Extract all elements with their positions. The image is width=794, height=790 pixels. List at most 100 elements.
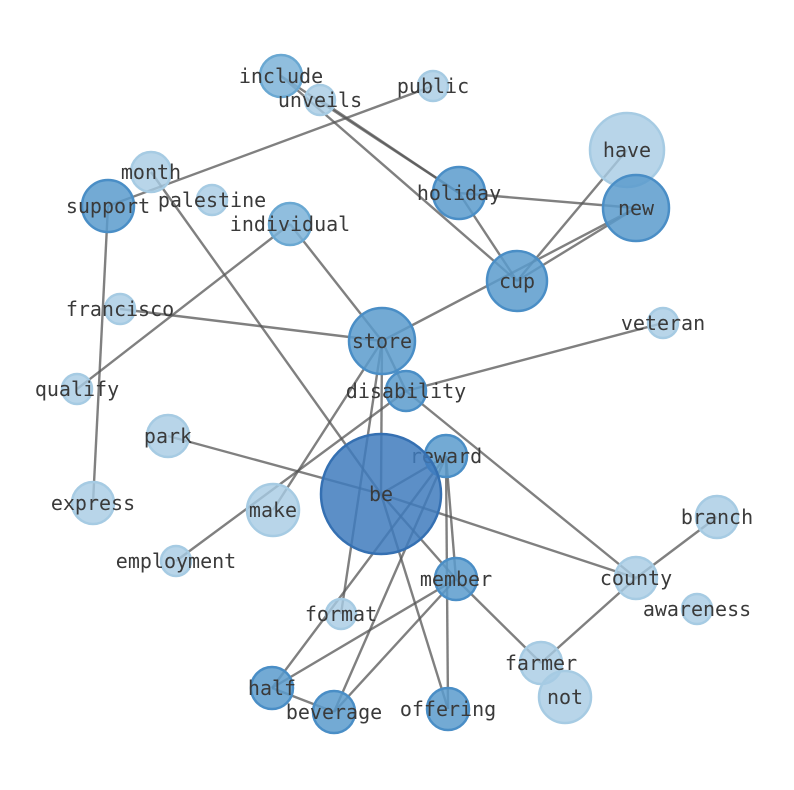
node-qualify[interactable]: qualify (35, 372, 119, 406)
node-branch[interactable]: branch (681, 494, 753, 540)
node-circle-be (319, 432, 443, 556)
node-cup[interactable]: cup (485, 249, 549, 313)
node-county[interactable]: county (600, 555, 672, 601)
node-not[interactable]: not (537, 669, 593, 725)
node-circle-support (80, 178, 136, 234)
node-disability[interactable]: disability (346, 369, 466, 413)
node-circle-cup (485, 249, 549, 313)
edge-month-be (150, 171, 382, 495)
node-circle-include (258, 53, 304, 99)
node-circle-individual (267, 201, 313, 247)
edge-veteran-disability (405, 321, 664, 393)
node-label-holiday: holiday (417, 181, 501, 205)
node-circle-format (324, 597, 358, 631)
node-format[interactable]: format (305, 597, 377, 631)
node-label-employment: employment (116, 549, 236, 573)
node-label-individual: individual (230, 212, 350, 236)
node-label-palestine: palestine (158, 188, 266, 212)
node-circle-make (245, 482, 301, 538)
node-label-offering: offering (400, 697, 496, 721)
node-label-month: month (121, 160, 181, 184)
node-circle-offering (425, 686, 471, 732)
node-circle-holiday (431, 165, 487, 221)
node-label-veteran: veteran (621, 311, 705, 335)
node-month[interactable]: month (121, 150, 181, 194)
node-employment[interactable]: employment (116, 544, 236, 578)
node-label-have: have (603, 138, 651, 162)
node-new[interactable]: new (601, 173, 671, 243)
node-circle-public (416, 69, 450, 103)
edge-francisco-store (119, 307, 383, 343)
node-park[interactable]: park (144, 413, 192, 459)
node-label-include: include (239, 64, 323, 88)
node-label-cup: cup (499, 269, 535, 293)
node-holiday[interactable]: holiday (417, 165, 501, 221)
node-palestine[interactable]: palestine (158, 183, 266, 217)
node-circle-member (433, 556, 479, 602)
node-half[interactable]: half (248, 665, 296, 711)
node-label-park: park (144, 424, 192, 448)
node-support[interactable]: support (66, 178, 150, 234)
node-offering[interactable]: offering (400, 686, 496, 732)
node-label-awareness: awareness (643, 597, 751, 621)
node-member[interactable]: member (420, 556, 492, 602)
node-label-unveils: unveils (278, 88, 362, 112)
node-include[interactable]: include (239, 53, 323, 99)
node-express[interactable]: express (51, 480, 135, 526)
node-label-francisco: francisco (66, 297, 174, 321)
node-label-county: county (600, 566, 672, 590)
node-circle-not (537, 669, 593, 725)
node-label-beverage: beverage (286, 700, 382, 724)
node-circle-month (129, 150, 173, 194)
edge-member-beverage (333, 578, 457, 713)
node-circle-half (249, 665, 295, 711)
node-awareness[interactable]: awareness (643, 592, 751, 626)
node-label-make: make (249, 498, 297, 522)
node-circle-veteran (646, 306, 680, 340)
node-label-format: format (305, 602, 377, 626)
node-circle-awareness (680, 592, 714, 626)
node-label-public: public (397, 74, 469, 98)
node-label-store: store (352, 329, 412, 353)
node-label-branch: branch (681, 505, 753, 529)
edge-member-half (271, 577, 457, 690)
node-circle-new (601, 173, 671, 243)
node-circle-park (145, 413, 191, 459)
edge-disability-county (405, 390, 637, 579)
node-label-new: new (618, 196, 655, 220)
node-have[interactable]: have (588, 111, 666, 189)
node-beverage[interactable]: beverage (286, 689, 382, 735)
edge-support-express (91, 205, 110, 504)
edge-individual-qualify (76, 223, 291, 390)
node-circle-beverage (311, 689, 357, 735)
node-veteran[interactable]: veteran (621, 306, 705, 340)
node-circle-francisco (103, 292, 137, 326)
node-circle-store (347, 306, 417, 376)
node-label-half: half (248, 676, 296, 700)
node-label-not: not (547, 685, 583, 709)
node-be[interactable]: be (319, 432, 443, 556)
node-label-disability: disability (346, 379, 466, 403)
node-individual[interactable]: individual (230, 201, 350, 247)
node-circle-employment (159, 544, 193, 578)
node-circle-qualify (60, 372, 94, 406)
node-circle-branch (694, 494, 740, 540)
node-circle-palestine (195, 183, 229, 217)
node-circle-unveils (303, 83, 337, 117)
edge-unveils-holiday (319, 99, 460, 194)
node-farmer[interactable]: farmer (505, 640, 577, 686)
node-store[interactable]: store (347, 306, 417, 376)
node-unveils[interactable]: unveils (278, 83, 362, 117)
node-francisco[interactable]: francisco (66, 292, 174, 326)
node-circle-express (70, 480, 116, 526)
node-make[interactable]: make (245, 482, 301, 538)
node-label-express: express (51, 491, 135, 515)
node-label-support: support (66, 194, 150, 218)
node-label-member: member (420, 567, 492, 591)
node-public[interactable]: public (397, 69, 469, 103)
edge-disability-employment (175, 390, 407, 562)
node-label-qualify: qualify (35, 377, 119, 401)
node-circle-county (613, 555, 659, 601)
